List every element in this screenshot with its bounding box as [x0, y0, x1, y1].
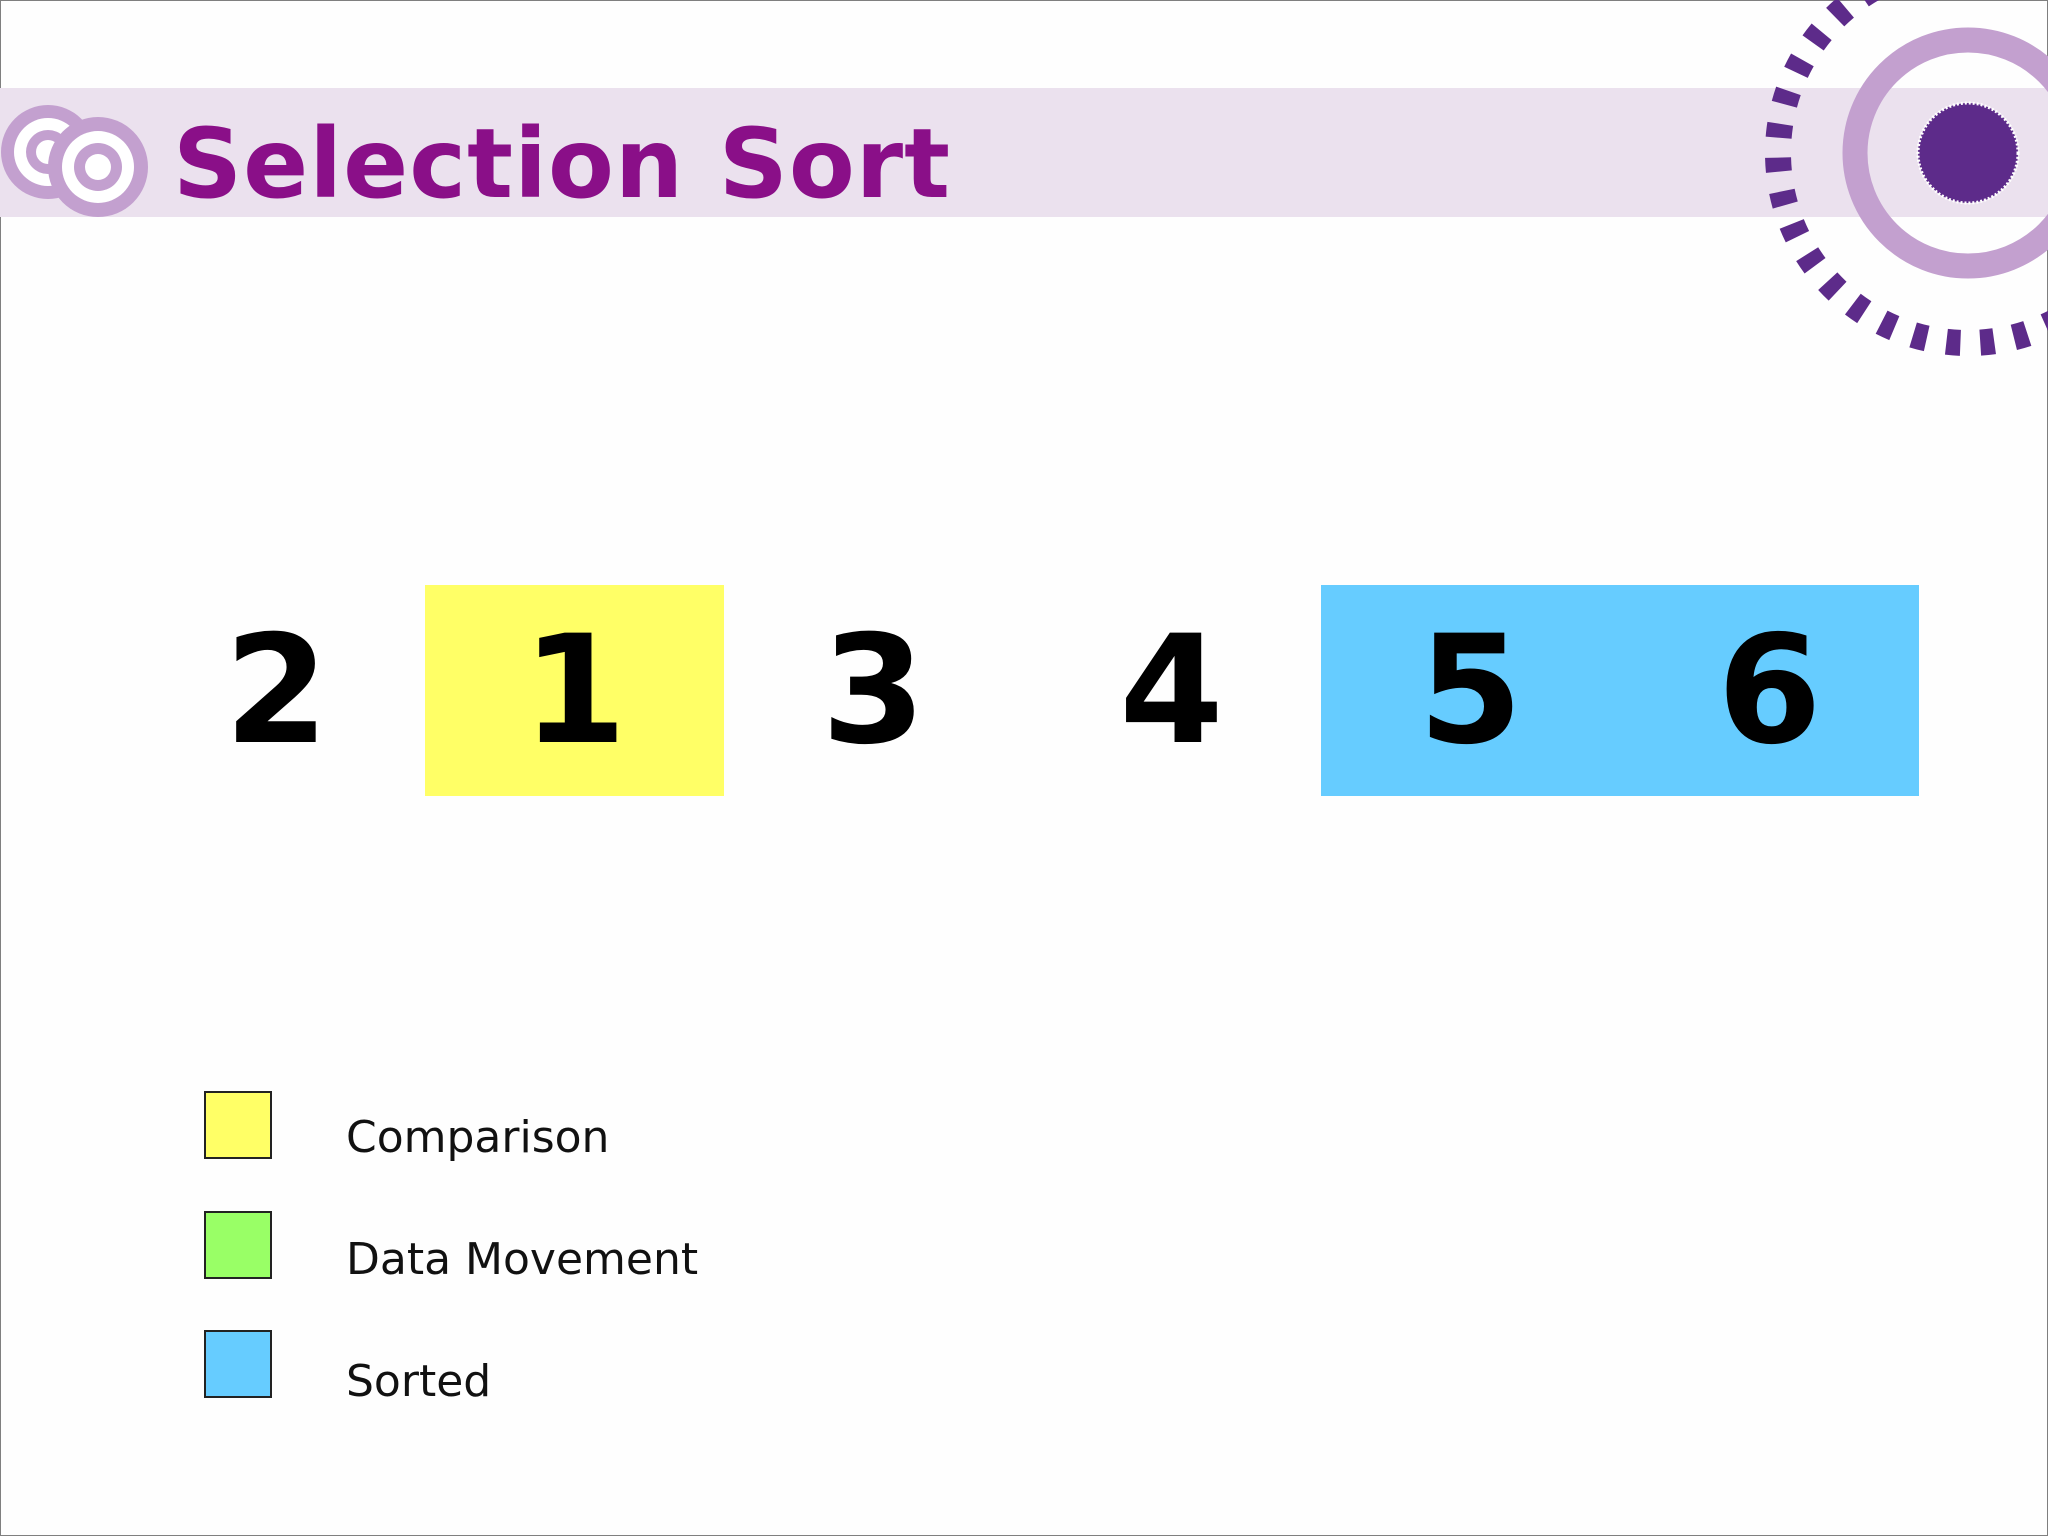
array-cell-3: 3 — [821, 603, 926, 778]
array-cell-6: 6 — [1717, 603, 1822, 778]
comparison-highlight — [425, 585, 724, 796]
array-cell-4: 4 — [1119, 603, 1224, 778]
legend-swatch-data-movement — [204, 1211, 272, 1279]
sunburst-decoration-icon — [1765, 0, 2048, 356]
legend-swatch-comparison — [204, 1091, 272, 1159]
rings-logo-icon — [1, 105, 148, 217]
legend-label-comparison: Comparison — [346, 1112, 610, 1163]
array-cell-2: 1 — [522, 603, 627, 778]
sorted-highlight — [1321, 585, 1919, 796]
slide-title: Selection Sort — [173, 108, 952, 220]
legend-label-sorted: Sorted — [346, 1356, 492, 1407]
legend-swatch-sorted — [204, 1330, 272, 1398]
array-cell-1: 2 — [224, 603, 329, 778]
legend-label-data-movement: Data Movement — [346, 1234, 699, 1285]
title-band — [0, 88, 2048, 217]
array-cell-5: 5 — [1418, 603, 1523, 778]
